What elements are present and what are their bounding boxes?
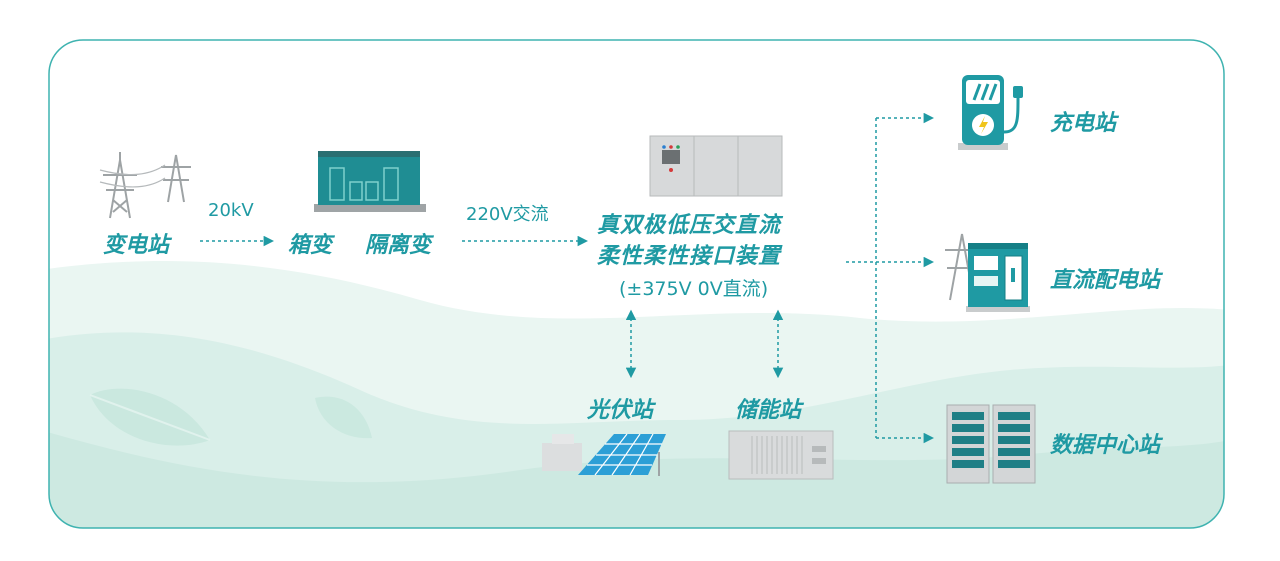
node-substation: 变电站 (103, 227, 169, 259)
node-data-center: 数据中心站 (1050, 427, 1160, 459)
battery-storage-icon (729, 431, 833, 479)
cabinet-icon (650, 136, 782, 196)
node-device-sub: (±375V 0V直流) (619, 274, 768, 301)
node-pv-station: 光伏站 (587, 392, 653, 424)
node-box-transformer: 箱变 (288, 227, 332, 259)
node-charging-station: 充电站 (1050, 105, 1116, 137)
box-transformer-icon (314, 151, 426, 212)
node-storage-station: 储能站 (735, 392, 801, 424)
node-dc-distribution: 直流配电站 (1050, 262, 1160, 294)
node-device-line1: 真双极低压交直流 (597, 207, 781, 239)
node-isolation-transformer: 隔离变 (365, 227, 431, 259)
node-device-line2: 柔性柔性接口装置 (597, 238, 781, 270)
edge-label-220v: 220V交流 (466, 200, 549, 226)
edge-label-20kv: 20kV (208, 200, 254, 221)
